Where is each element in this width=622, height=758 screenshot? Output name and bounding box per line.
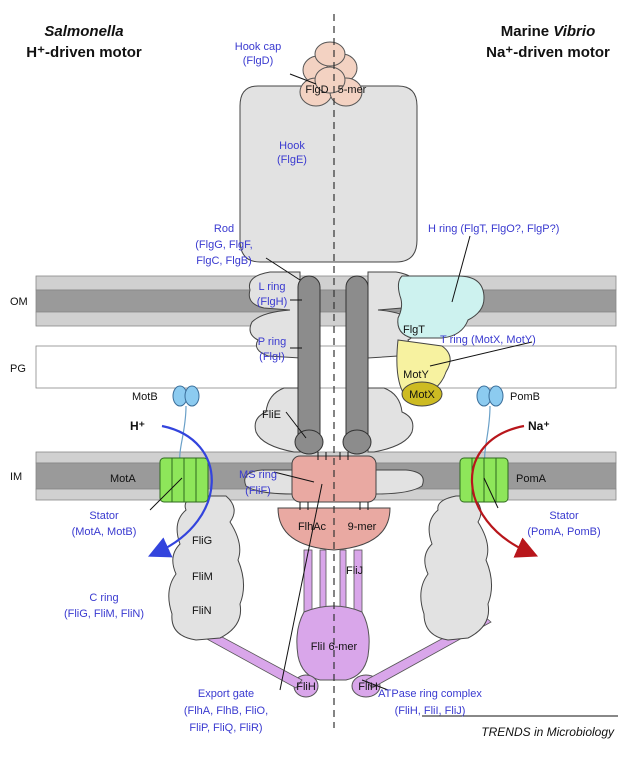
flim-text: FliM xyxy=(192,571,213,583)
flgd-text: FlgD xyxy=(305,84,328,96)
footer-credit: TRENDS in Microbiology xyxy=(481,725,615,739)
atpase-label: ATPase ring complex(FliH, FliI, FliJ) xyxy=(378,688,482,717)
na-plus-text: Na⁺ xyxy=(528,419,550,433)
nine-mer-text: 9-mer xyxy=(348,521,377,533)
five-mer-text: 5-mer xyxy=(338,84,367,96)
header-right-species: Marine Vibrio xyxy=(501,23,595,40)
motx-text: MotX xyxy=(409,389,435,401)
h-ring-label: H ring (FlgT, FlgO?, FlgP?) xyxy=(428,223,559,235)
hook-cap-flgd xyxy=(300,42,362,106)
layer-im-label: IM xyxy=(10,471,22,483)
moty-text: MotY xyxy=(403,369,429,381)
peptidoglycan-layer xyxy=(36,346,616,388)
mota-text: MotA xyxy=(110,473,136,485)
stator-right-label: Stator(PomA, PomB) xyxy=(527,510,600,538)
flie-text: FliE xyxy=(262,409,281,421)
outer-membrane xyxy=(36,276,616,326)
hook xyxy=(240,86,417,262)
flih-right-text: FliH xyxy=(358,681,378,693)
flii-text: FliI 6-mer xyxy=(311,641,358,653)
pomb-text: PomB xyxy=(510,391,540,403)
header-left-motor: H⁺-driven motor xyxy=(26,44,142,61)
c-ring-label: C ring(FliG, FliM, FliN) xyxy=(64,592,144,620)
export-gate-label: Export gate(FlhA, FlhB, FliO,FliP, FliQ,… xyxy=(184,688,268,734)
header-right-motor: Na⁺-driven motor xyxy=(486,44,610,61)
flij-text: FliJ xyxy=(346,565,363,577)
layer-om-label: OM xyxy=(10,296,28,308)
hook-cap-label: Hook cap(FlgD) xyxy=(235,41,281,67)
header-right-prefix: Marine xyxy=(501,23,554,40)
poma-stator-right xyxy=(460,458,508,502)
motb-text: MotB xyxy=(132,391,158,403)
flih-left-text: FliH xyxy=(296,681,316,693)
poma-text: PomA xyxy=(516,473,547,485)
h-plus-text: H⁺ xyxy=(130,419,145,433)
flig-text: FliG xyxy=(192,535,212,547)
flgt-text: FlgT xyxy=(403,324,425,336)
mota-stator-left xyxy=(160,458,208,502)
flin-text: FliN xyxy=(192,605,212,617)
header-right-italic: Vibrio xyxy=(553,23,595,40)
t-ring-label: T ring (MotX, MotY) xyxy=(440,334,536,346)
layer-pg-label: PG xyxy=(10,363,26,375)
header-left-species: Salmonella xyxy=(44,23,123,40)
stator-left-label: Stator(MotA, MotB) xyxy=(72,510,137,538)
flhac-text: FlhAc xyxy=(298,521,327,533)
c-ring-right xyxy=(421,496,492,640)
c-ring-left xyxy=(169,496,244,640)
